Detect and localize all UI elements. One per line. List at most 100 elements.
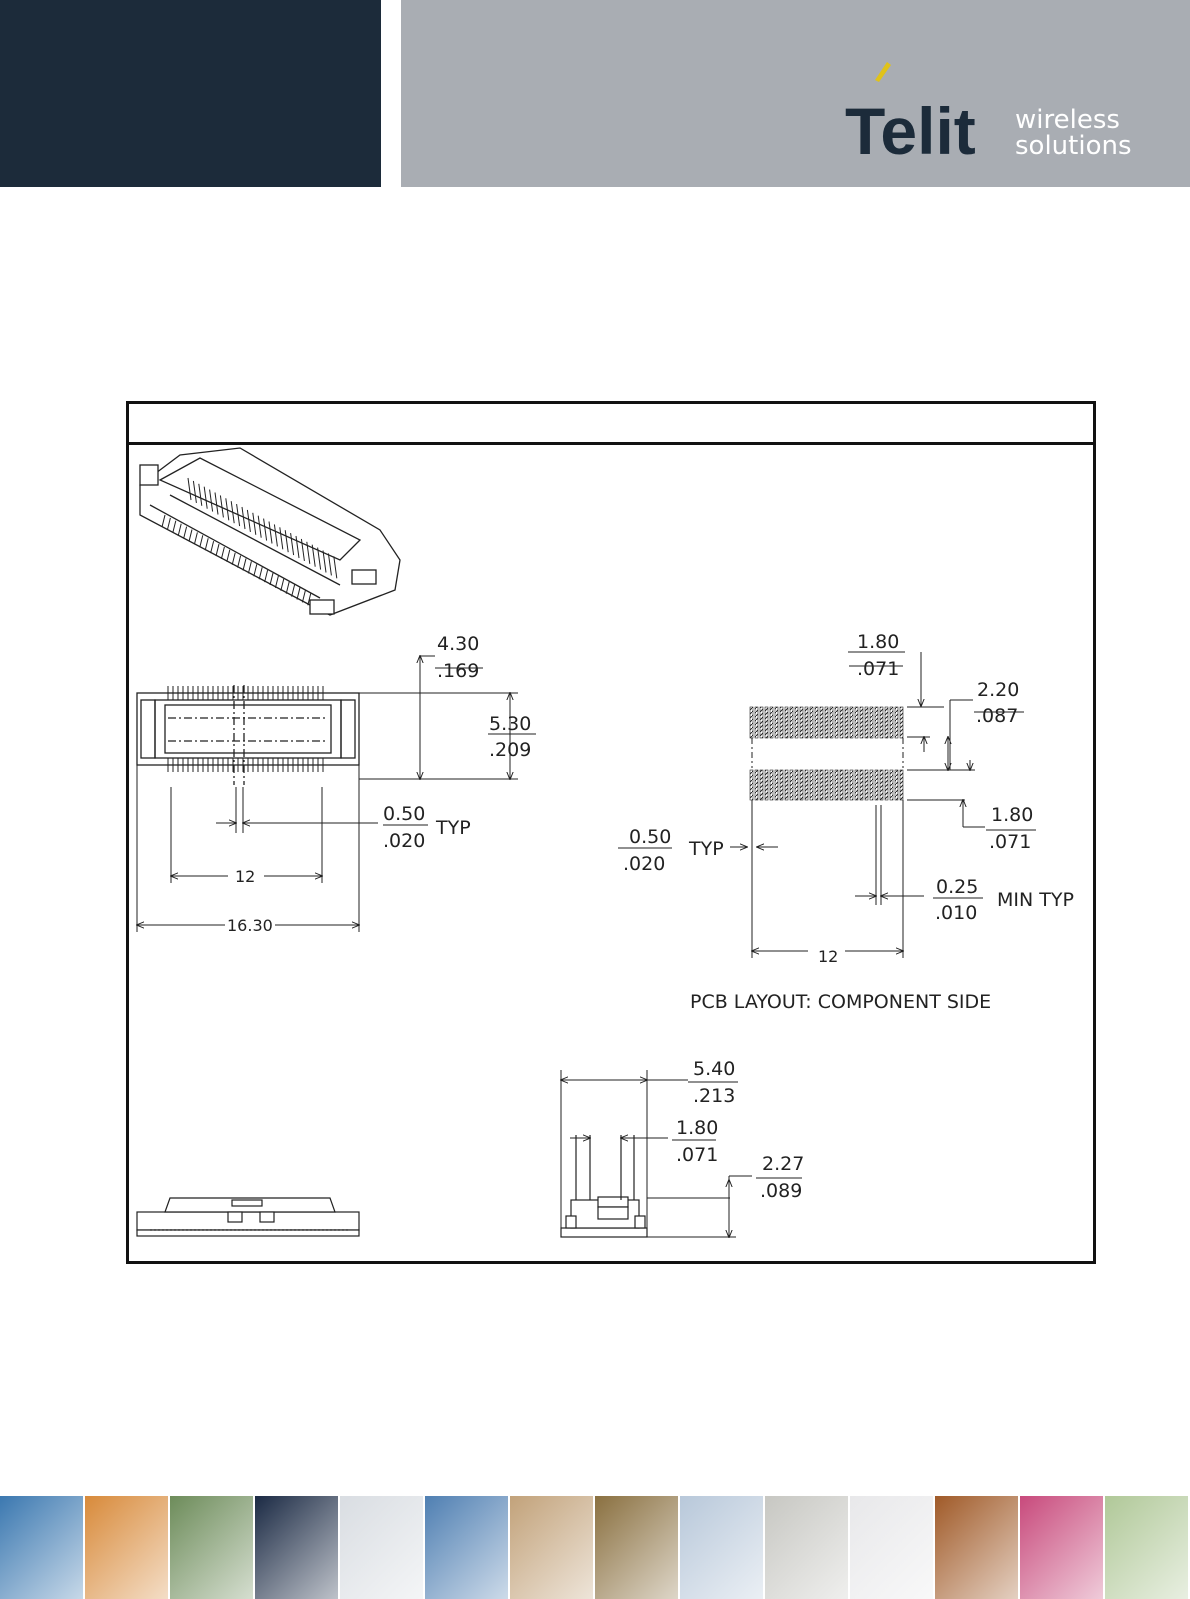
iso-view [140, 448, 400, 615]
pad [860, 707, 863, 738]
pad [820, 770, 823, 800]
side-height-in: .089 [760, 1180, 802, 1202]
pad [880, 707, 883, 738]
pad [810, 707, 813, 738]
pad [900, 707, 903, 738]
pad [865, 770, 868, 800]
pcb-padlen-in: .071 [989, 831, 1031, 853]
top-pitch-suffix: TYP [435, 817, 471, 839]
pad [780, 770, 783, 800]
pad [855, 707, 858, 738]
pad [825, 770, 828, 800]
pcb-gap-in: .071 [857, 658, 899, 680]
pcb-gap-mm: 1.80 [857, 631, 899, 653]
pad [805, 770, 808, 800]
phone-booth-photo [85, 1496, 170, 1599]
pad [850, 770, 853, 800]
pad [805, 707, 808, 738]
pad [850, 707, 853, 738]
security-camera-photo [1105, 1496, 1190, 1599]
pcb-padw-suffix: MIN TYP [997, 889, 1074, 911]
pad [895, 707, 898, 738]
cyclist-photo [425, 1496, 510, 1599]
side-height-mm: 2.27 [762, 1153, 804, 1175]
pad [800, 770, 803, 800]
pad [770, 707, 773, 738]
pad [885, 707, 888, 738]
side-post-in: .071 [676, 1144, 718, 1166]
pad [815, 770, 818, 800]
front-view [137, 1198, 359, 1236]
pad [795, 707, 798, 738]
pad [885, 770, 888, 800]
pad [765, 770, 768, 800]
pad [900, 770, 903, 800]
side-depth-in: .213 [693, 1085, 735, 1107]
pad [785, 707, 788, 738]
pad [780, 707, 783, 738]
pad [840, 770, 843, 800]
pad [765, 707, 768, 738]
top-pitch-in: .020 [383, 830, 425, 852]
footer-photo-strip [0, 1496, 1190, 1599]
pad [875, 770, 878, 800]
pcb-span-in: .087 [976, 705, 1018, 727]
keyboard-photo [340, 1496, 425, 1599]
top-overall-length: 16.30 [227, 916, 273, 935]
pad [865, 707, 868, 738]
pad [875, 707, 878, 738]
pad [880, 770, 883, 800]
pcb-padw-in: .010 [935, 902, 977, 924]
pad [895, 770, 898, 800]
pad [845, 770, 848, 800]
top-inner-span: 12 [235, 867, 255, 886]
top-height-mm: 4.30 [437, 633, 479, 655]
pad [755, 707, 758, 738]
pad [750, 770, 753, 800]
pad [840, 707, 843, 738]
pad [870, 770, 873, 800]
train-station-photo [935, 1496, 1020, 1599]
pcb-layout [750, 707, 903, 800]
pad [760, 707, 763, 738]
pad [795, 770, 798, 800]
pcb-span-mm: 2.20 [977, 679, 1019, 701]
side-post-mm: 1.80 [676, 1117, 718, 1139]
vending-machine-photo [595, 1496, 680, 1599]
wind-turbines-photo [680, 1496, 765, 1599]
pad [790, 707, 793, 738]
side-view [561, 1135, 647, 1237]
pad [845, 707, 848, 738]
side-depth-mm: 5.40 [693, 1058, 735, 1080]
pad [870, 707, 873, 738]
pad [810, 770, 813, 800]
pcb-padlen-mm: 1.80 [991, 804, 1033, 826]
printing-photo [1020, 1496, 1105, 1599]
pad [890, 707, 893, 738]
pcb-span: 12 [818, 947, 838, 966]
containers-photo [170, 1496, 255, 1599]
pad [830, 707, 833, 738]
top-height-in: .169 [437, 660, 479, 682]
pad [835, 770, 838, 800]
pad [790, 770, 793, 800]
top-view-dimensions: 4.30 .169 5.30 .209 0.50 .020 TYP 12 16.… [137, 633, 536, 935]
pad [830, 770, 833, 800]
pad [860, 770, 863, 800]
pad [800, 707, 803, 738]
pad [755, 770, 758, 800]
pad [890, 770, 893, 800]
pad [785, 770, 788, 800]
power-meter-photo [765, 1496, 850, 1599]
top-width-in: .209 [489, 739, 531, 761]
pad [760, 770, 763, 800]
pcb-dimensions: 1.80 .071 2.20 .087 1.80 .071 0.50 .020 … [618, 631, 1074, 1013]
pad [835, 707, 838, 738]
clock-display-photo [255, 1496, 340, 1599]
card-reader-photo [510, 1496, 595, 1599]
top-view [137, 685, 359, 785]
pad [775, 770, 778, 800]
pcb-caption: PCB LAYOUT: COMPONENT SIDE [690, 991, 991, 1013]
pad [855, 770, 858, 800]
